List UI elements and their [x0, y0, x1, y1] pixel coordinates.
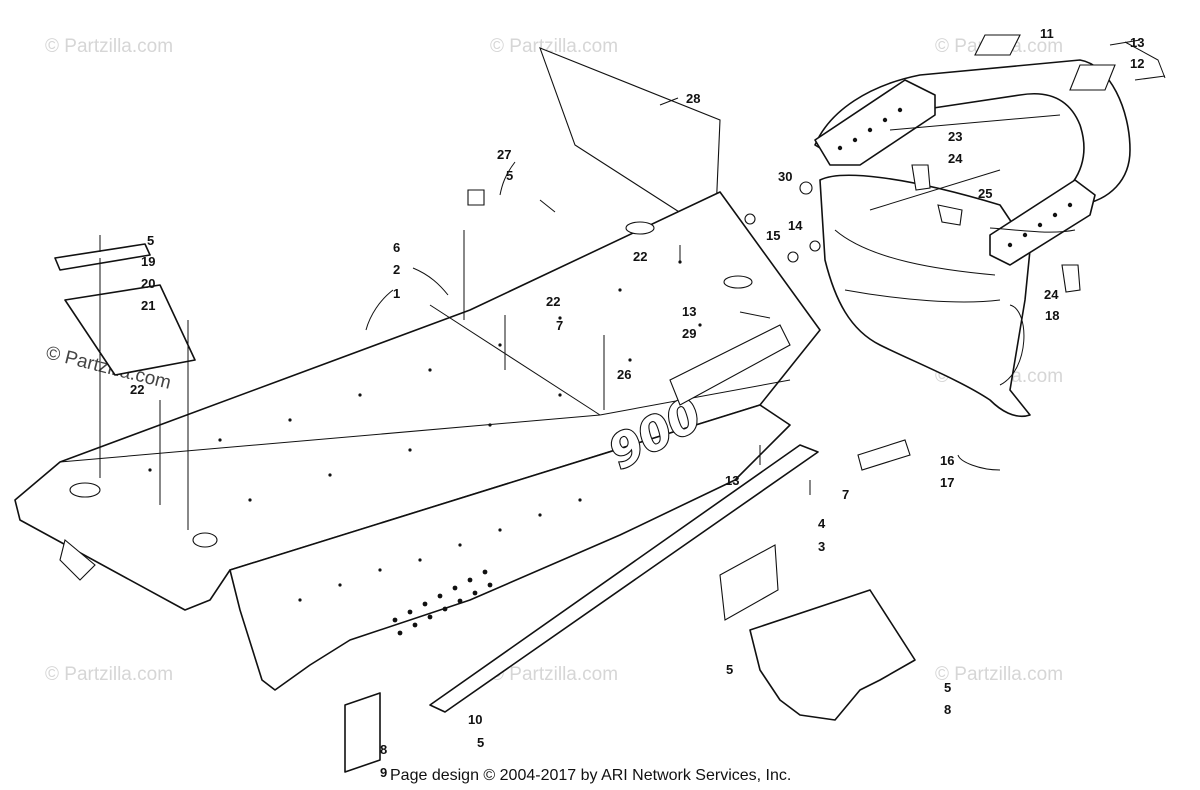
tunnel-slot — [625, 221, 655, 235]
callout-29: 29 — [682, 326, 696, 341]
callout-17: 17 — [940, 475, 954, 490]
callout-5: 5 — [944, 680, 951, 695]
decal-pad-12 — [1069, 64, 1116, 91]
plate-9 — [344, 692, 381, 773]
washer-30 — [799, 181, 813, 195]
strap-19 — [54, 243, 151, 271]
slide-rail-10 — [429, 444, 819, 713]
clip-25 — [937, 204, 963, 226]
callout-24: 24 — [948, 151, 963, 166]
callout-28: 28 — [686, 91, 700, 106]
decal-27 — [467, 189, 485, 206]
callout-15: 15 — [766, 228, 780, 243]
callout-5: 5 — [506, 168, 513, 183]
decal-29 — [669, 324, 791, 406]
callout-5: 5 — [726, 662, 733, 677]
callout-18: 18 — [1045, 308, 1059, 323]
bolt-13 — [739, 311, 771, 319]
callout-26: 26 — [617, 367, 631, 382]
decal-pad-11 — [974, 34, 1021, 56]
reflector-16 — [857, 439, 911, 471]
tunnel-slot — [723, 275, 753, 289]
right-step-plate — [989, 179, 1096, 266]
callout-20: 20 — [141, 276, 155, 291]
callout-12: 12 — [1130, 56, 1144, 71]
tunnel-hole — [192, 532, 218, 548]
watermark: © Partzilla.com — [490, 664, 618, 685]
tunnel-flap — [59, 539, 96, 581]
rivet-5 — [539, 199, 556, 213]
callout-4: 4 — [818, 516, 826, 531]
callout-13: 13 — [682, 304, 696, 319]
watermark: © Partzilla.com — [935, 664, 1063, 685]
callout-10: 10 — [468, 712, 482, 727]
callout-5: 5 — [147, 233, 154, 248]
callout-9: 9 — [380, 765, 387, 780]
callout-23: 23 — [948, 129, 962, 144]
watermark: © Partzilla.com — [45, 36, 173, 57]
callout-11: 11 — [1040, 26, 1054, 41]
left-step-plate — [814, 79, 936, 166]
callout-13: 13 — [1130, 35, 1144, 50]
callout-16: 16 — [940, 453, 954, 468]
tunnel-rivet-holes — [148, 260, 702, 602]
vent-hole-pattern — [392, 569, 493, 636]
callout-22: 22 — [546, 294, 560, 309]
callout-5: 5 — [477, 735, 484, 750]
callout-19: 19 — [141, 254, 155, 269]
callout-3: 3 — [818, 539, 825, 554]
callout-1: 1 — [393, 286, 400, 301]
tunnel-assembly: 900 — [14, 191, 821, 691]
rear-bumper-assembly — [814, 59, 1131, 418]
screw-13 — [1134, 75, 1166, 81]
callout-13: 13 — [725, 473, 739, 488]
callout-24: 24 — [1044, 287, 1059, 302]
bracket-24 — [1061, 264, 1081, 293]
callout-8: 8 — [380, 742, 387, 757]
callout-27: 27 — [497, 147, 511, 162]
callout-22: 22 — [633, 249, 647, 264]
nut-15 — [744, 213, 756, 225]
bracket-21 — [64, 284, 196, 376]
callout-30: 30 — [778, 169, 792, 184]
callout-2: 2 — [393, 262, 400, 277]
callout-labels: 1 2 3 4 5 5 5 5 5 6 7 7 8 8 9 10 11 12 1… — [130, 26, 1144, 780]
callout-8: 8 — [944, 702, 951, 717]
tunnel-side — [229, 404, 791, 691]
callout-14: 14 — [788, 218, 803, 233]
snow-flap-3 — [749, 589, 916, 721]
step-plate-holes — [837, 107, 1073, 248]
callout-22: 22 — [130, 382, 144, 397]
callout-leaders — [365, 41, 1166, 471]
rear-tail-cover — [819, 174, 1031, 418]
callout-6: 6 — [393, 240, 400, 255]
callout-7: 7 — [556, 318, 563, 333]
callout-21: 21 — [141, 298, 155, 313]
nut-15 — [787, 251, 799, 263]
tunnel-slot — [69, 482, 101, 498]
footer-credit: Page design © 2004-2017 by ARI Network S… — [390, 767, 791, 784]
watermark: © Partzilla.com — [45, 664, 173, 685]
callout-25: 25 — [978, 186, 992, 201]
washer-14 — [809, 240, 821, 252]
bracket-24 — [911, 164, 931, 191]
bracket-4 — [719, 544, 779, 621]
callout-7: 7 — [842, 487, 849, 502]
watermark: © Partzilla.com — [490, 36, 618, 57]
